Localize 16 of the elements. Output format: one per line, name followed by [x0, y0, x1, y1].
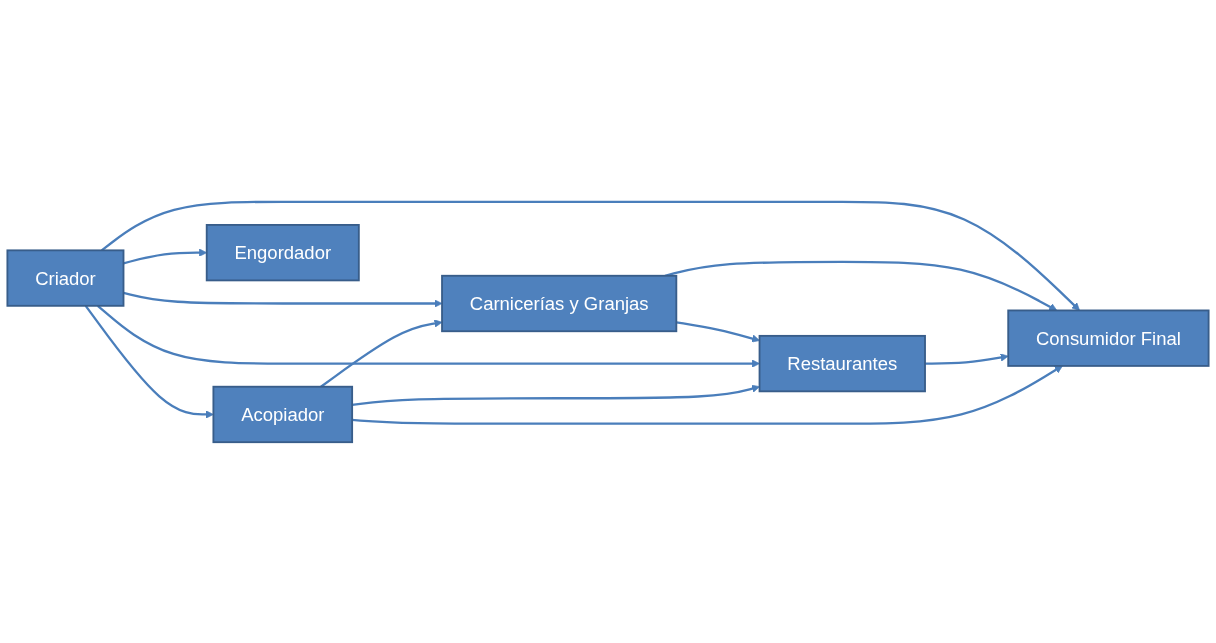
arrow — [97, 304, 760, 368]
node-box: Acopiador — [212, 385, 354, 443]
arrow — [123, 291, 443, 308]
arrow — [352, 384, 760, 406]
arrow — [664, 260, 1058, 311]
node-box: Engordador — [205, 223, 360, 281]
node-box: Consumidor Final — [1007, 309, 1210, 367]
arrow — [101, 200, 1080, 311]
node-box: Carnicerías y Granjas — [441, 274, 678, 332]
arrow — [320, 318, 443, 388]
node-box: Restaurantes — [758, 334, 926, 392]
arrow — [925, 352, 1009, 365]
arrow — [676, 320, 760, 342]
node-box: Criador — [6, 248, 125, 307]
arrow — [352, 365, 1063, 425]
arrow — [84, 304, 214, 418]
